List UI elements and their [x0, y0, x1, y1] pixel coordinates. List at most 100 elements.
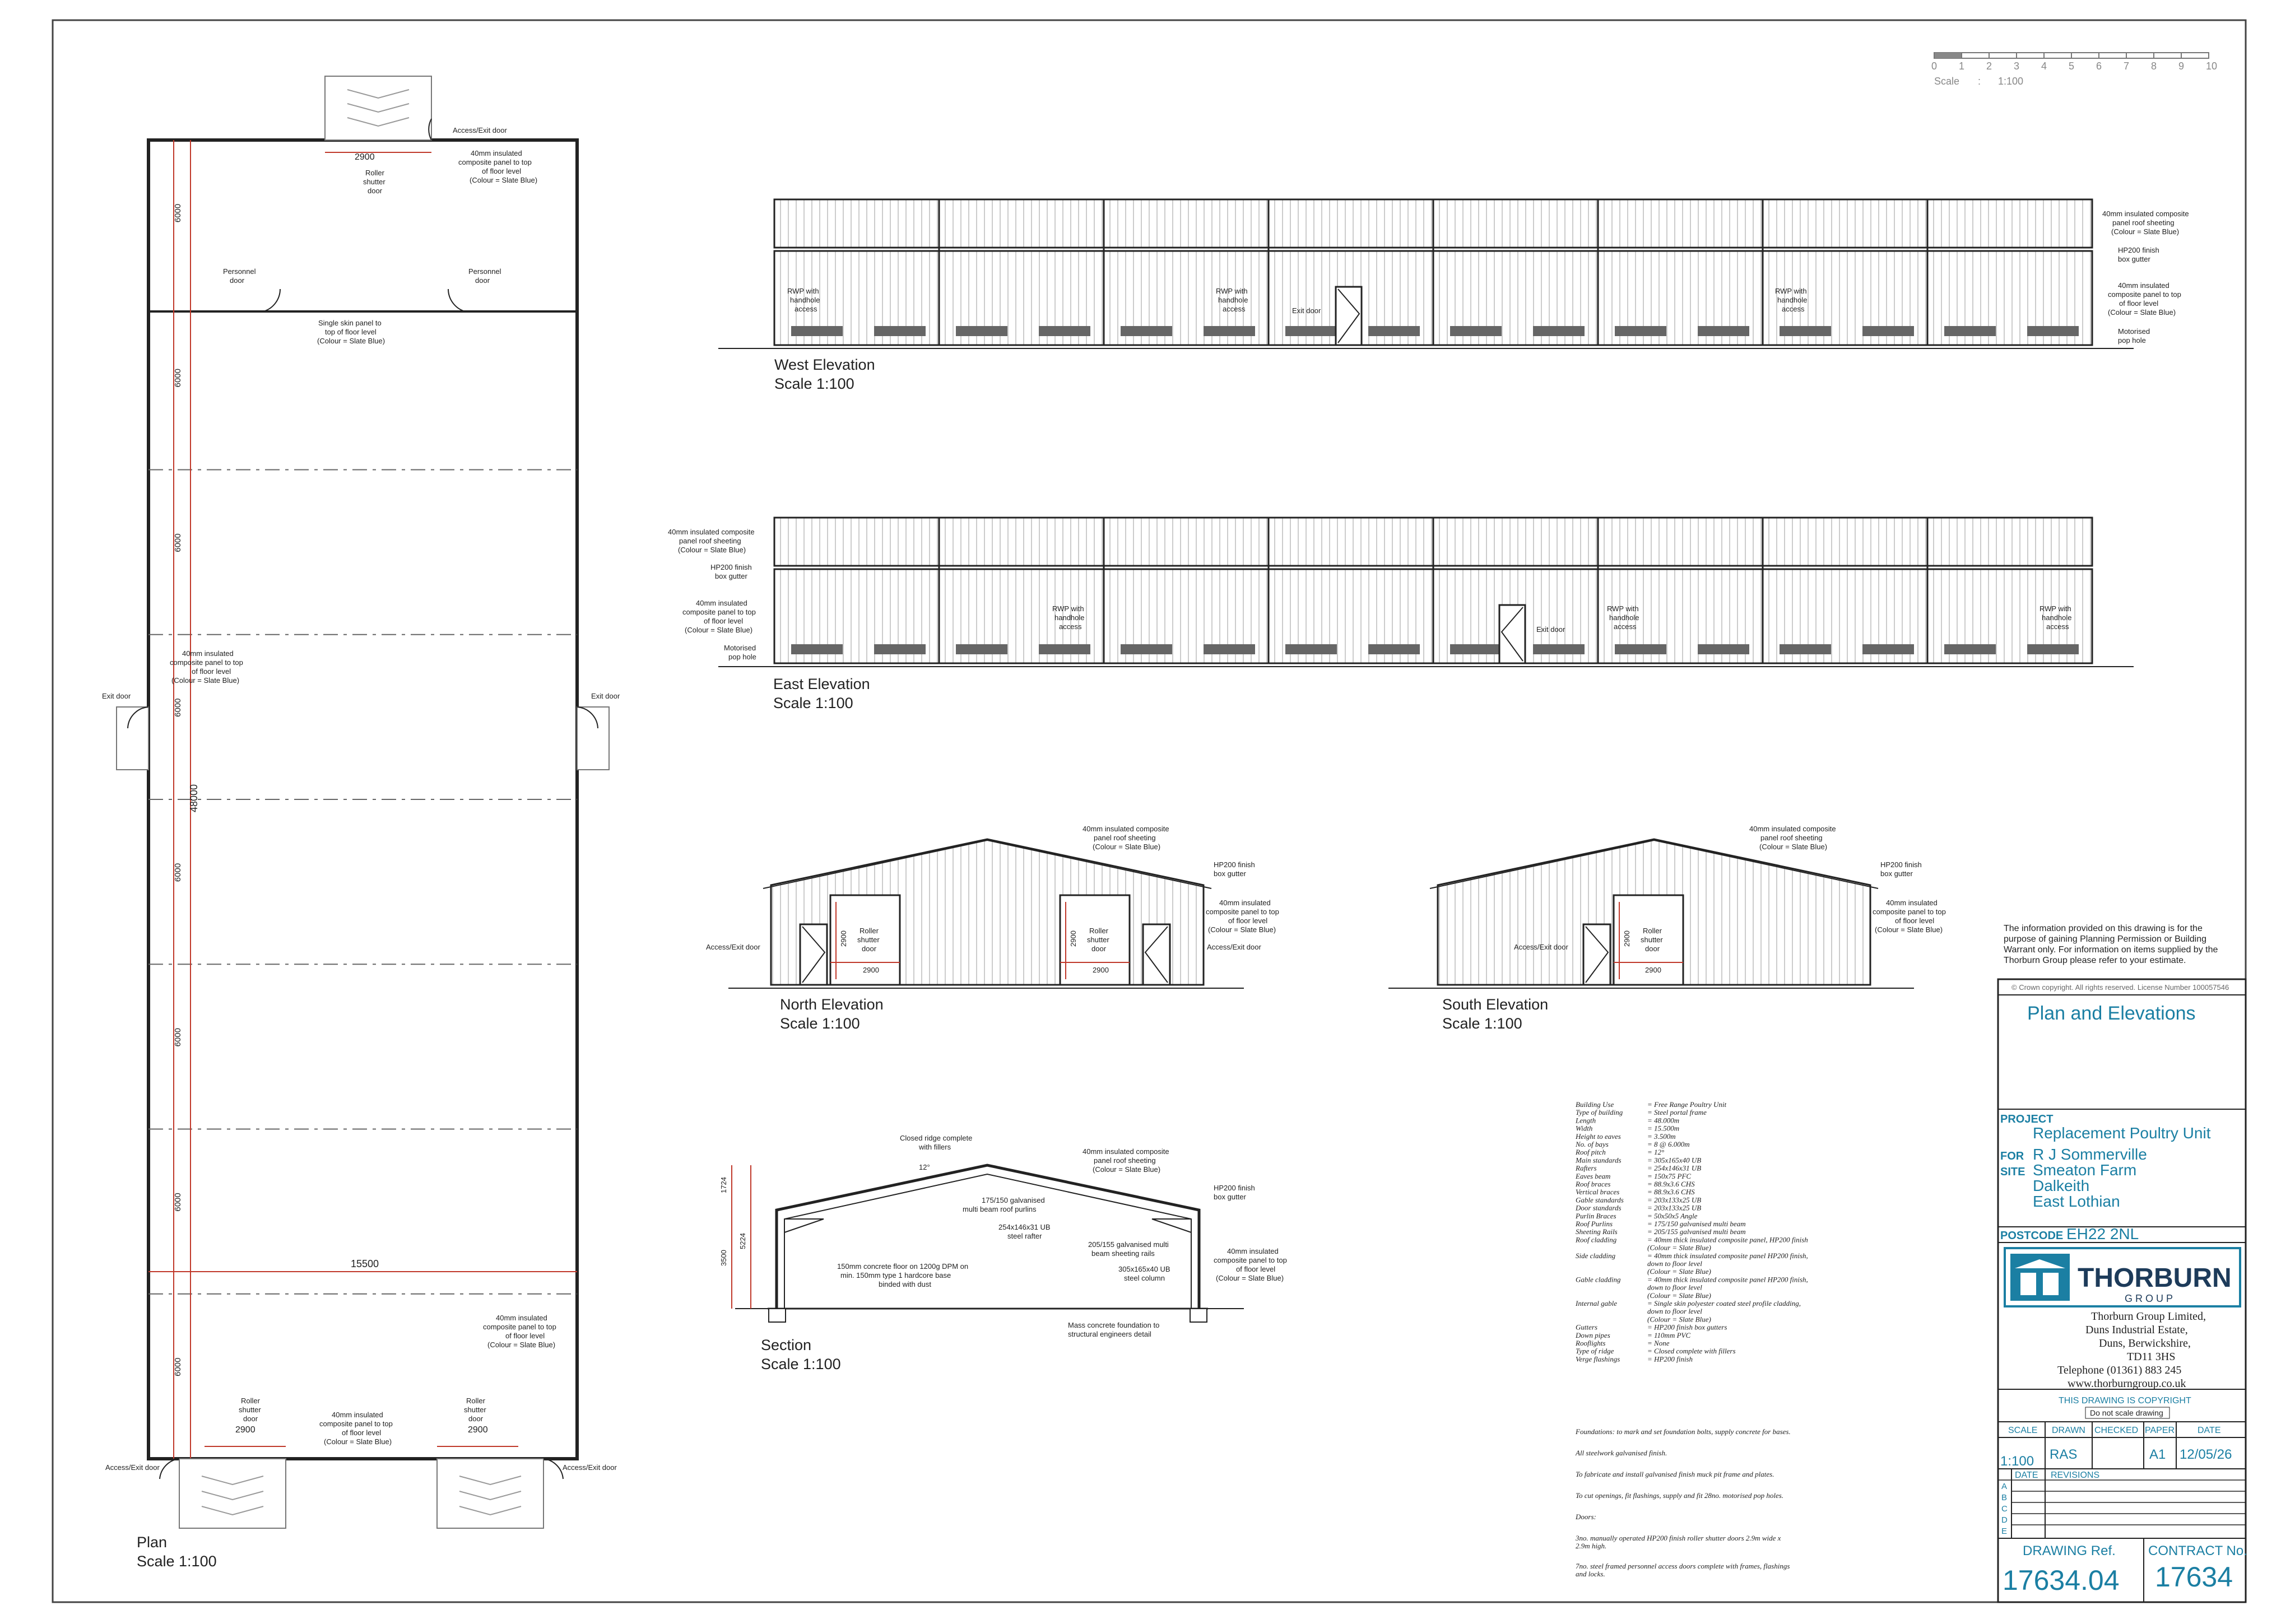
south-roller-label: Roller shutter door — [1641, 927, 1663, 953]
north-door-h-left: 2900 — [839, 930, 848, 947]
east-rwp-3: RWP with handhole access — [2040, 604, 2072, 631]
plan-bottom-access-right: Access/Exit door — [563, 1463, 617, 1472]
south-door-h: 2900 — [1623, 930, 1631, 947]
west-title: West Elevation — [774, 356, 875, 373]
svg-text:B: B — [2001, 1493, 2007, 1502]
section-title: Section — [761, 1337, 811, 1353]
hdr-paper: PAPER — [2145, 1426, 2175, 1435]
svg-text:40mm insulated composite: 40mm insulated composite — [1083, 825, 1169, 833]
single-skin-label: Single skin panel to top of floor level … — [317, 319, 385, 345]
west-bay-lines — [938, 199, 1929, 345]
svg-text:Warrant only. For information: Warrant only. For information on items s… — [2004, 945, 2218, 955]
east-elevation: 40mm insulated composite panel roof shee… — [668, 516, 2134, 711]
scale-tick-label: 1 — [1959, 61, 1964, 72]
svg-text:(Colour = Slate Blue): (Colour = Slate Blue) — [685, 626, 752, 634]
val-drawn: RAS — [2050, 1447, 2077, 1462]
svg-text:Duns Industrial Estate,: Duns Industrial Estate, — [2085, 1324, 2188, 1336]
svg-text:(Colour = Slate Blue): (Colour = Slate Blue) — [1216, 1274, 1284, 1282]
pop-hole — [1039, 644, 1090, 654]
pop-hole — [1368, 644, 1420, 654]
rev-hdr-revisions: REVISIONS — [2051, 1471, 2099, 1480]
svg-text:composite panel to top: composite panel to top — [1214, 1256, 1287, 1264]
pop-hole — [1285, 326, 1337, 336]
pop-hole — [1862, 644, 1914, 654]
svg-text:top of floor level: top of floor level — [325, 328, 377, 336]
plan-bottom-roller-label-right: Roller shutter door — [464, 1397, 486, 1423]
plan-exit-door-left — [116, 706, 149, 770]
spec-note: 7no. steel framed personnel access doors… — [1576, 1562, 1790, 1570]
south-roller-door — [1613, 894, 1684, 986]
pop-hole — [1121, 644, 1172, 654]
section-rafter-note: 254x146x31 UB steel rafter — [998, 1223, 1051, 1240]
svg-text:composite panel to top: composite panel to top — [682, 608, 756, 616]
spec-value: (Colour = Slate Blue) — [1647, 1291, 1711, 1300]
svg-text:TD11 3HS: TD11 3HS — [2127, 1351, 2175, 1363]
personnel-door-swing-left — [263, 288, 281, 312]
svg-text:40mm insulated: 40mm insulated — [696, 599, 747, 607]
svg-text:Personnel: Personnel — [468, 267, 501, 276]
pop-hole — [2027, 644, 2079, 654]
scale-tick-label: 5 — [2069, 61, 2074, 72]
svg-text:40mm insulated: 40mm insulated — [2118, 281, 2169, 290]
personnel-door-swing-right — [448, 288, 466, 312]
spec-value: = None — [1647, 1339, 1670, 1347]
plan-length-dim: 48000 — [188, 784, 199, 812]
svg-text:access: access — [1614, 622, 1637, 631]
svg-text:of floor level: of floor level — [505, 1332, 545, 1340]
spec-value: = 40mm thick insulated composite panel, … — [1647, 1235, 1808, 1244]
svg-text:(Colour = Slate Blue): (Colour = Slate Blue) — [1093, 1165, 1160, 1174]
plan-exit-door-right-label: Exit door — [591, 692, 620, 700]
spec-key: Sheeting Rails — [1576, 1227, 1618, 1236]
svg-text:shutter: shutter — [1087, 936, 1109, 944]
plan-scale: Scale 1:100 — [137, 1553, 217, 1570]
crown-copyright: © Crown copyright. All rights reserved. … — [2011, 983, 2229, 992]
section-purlins-note: 175/150 galvanised multi beam roof purli… — [963, 1196, 1045, 1213]
plan-bay-dim: 6000 — [173, 699, 183, 717]
svg-text:of floor level: of floor level — [482, 167, 521, 175]
svg-text:composite panel to top: composite panel to top — [458, 158, 532, 166]
spec-value: = HP200 finish box gutters — [1647, 1323, 1727, 1332]
project-value: Replacement Poultry Unit — [2033, 1124, 2211, 1142]
scale-tick-label: 9 — [2178, 61, 2184, 72]
svg-text:door: door — [468, 1414, 484, 1423]
west-exit-label: Exit door — [1292, 306, 1321, 315]
svg-text:composite panel to top: composite panel to top — [483, 1323, 556, 1331]
svg-text:shutter: shutter — [1641, 936, 1663, 944]
svg-text:handhole: handhole — [1609, 613, 1639, 622]
svg-text:Roller: Roller — [466, 1397, 486, 1405]
pop-hole — [1698, 644, 1749, 654]
north-roller-door-left — [829, 894, 901, 986]
svg-text:(Colour = Slate Blue): (Colour = Slate Blue) — [1208, 925, 1276, 934]
south-roof-note: 40mm insulated composite panel roof shee… — [1749, 825, 1836, 851]
spec-note: Doors: — [1575, 1513, 1596, 1521]
svg-text:Telephone (01361) 883 245: Telephone (01361) 883 245 — [2057, 1364, 2181, 1376]
svg-text:door: door — [368, 187, 383, 195]
contract-value: 17634 — [2155, 1561, 2233, 1593]
scale-tick-label: 3 — [2014, 61, 2019, 72]
svg-text:RWP with: RWP with — [2040, 604, 2071, 613]
section-pitch: 12° — [919, 1163, 930, 1171]
title-block — [1997, 978, 2247, 1603]
west-scale: Scale 1:100 — [774, 375, 854, 392]
spec-value: (Colour = Slate Blue) — [1647, 1315, 1711, 1323]
spec-note: 2.9m high. — [1576, 1542, 1606, 1550]
spec-key: Roof pitch — [1575, 1148, 1606, 1156]
svg-text:40mm insulated: 40mm insulated — [1886, 899, 1938, 907]
spec-value: = Single skin polyester coated steel pro… — [1647, 1299, 1801, 1307]
disclaimer: The information provided on this drawing… — [2004, 924, 2218, 965]
svg-text:40mm insulated: 40mm insulated — [471, 149, 522, 157]
svg-text:40mm insulated: 40mm insulated — [332, 1411, 383, 1419]
svg-text:(Colour = Slate Blue): (Colour = Slate Blue) — [487, 1341, 555, 1349]
svg-text:min. 150mm type 1 hardcore bas: min. 150mm type 1 hardcore base — [840, 1271, 951, 1279]
svg-text:www.thorburngroup.co.uk: www.thorburngroup.co.uk — [2068, 1378, 2186, 1390]
plan-top-shutter — [324, 76, 432, 141]
svg-text:The information provided on th: The information provided on this drawing… — [2004, 924, 2203, 933]
thorburn-logo: THORBURN G R O U P — [2004, 1247, 2241, 1307]
pop-hole — [1615, 326, 1666, 336]
logo-brand: THORBURN — [2078, 1263, 2232, 1293]
north-roller-label-left: Roller shutter door — [857, 927, 880, 953]
plan-bottom-shutter-left — [179, 1458, 286, 1529]
section-column-note: 305x165x40 UB steel column — [1118, 1265, 1170, 1282]
